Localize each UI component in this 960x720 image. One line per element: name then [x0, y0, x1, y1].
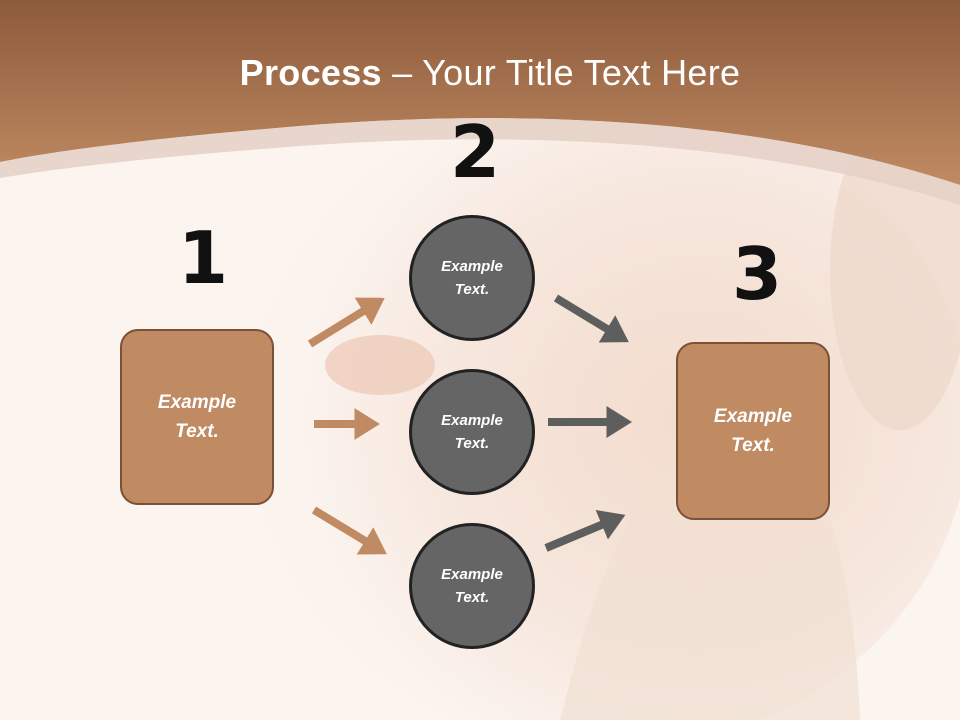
circle-middle: Example Text.: [409, 369, 535, 495]
circle-bottom-text: Example Text.: [441, 566, 503, 606]
circle-middle-text: Example Text.: [441, 412, 503, 452]
step-number-2: 2: [450, 110, 501, 194]
step-1-text: Example Text.: [157, 392, 237, 442]
title-bold: Process: [239, 52, 382, 93]
step-number-1: 1: [178, 216, 229, 300]
title-rest: – Your Title Text Here: [381, 52, 741, 93]
step-number-3: 3: [732, 232, 783, 316]
circle-bottom: Example Text.: [409, 523, 535, 649]
circle-top: Example Text.: [409, 215, 535, 341]
slide-title: Process – Your Title Text Here: [0, 52, 960, 94]
step-3-text: Example Text.: [713, 406, 793, 456]
circle-top-text: Example Text.: [441, 258, 503, 298]
step-3-box: Example Text.: [676, 342, 830, 520]
step-1-box: Example Text.: [120, 329, 274, 505]
